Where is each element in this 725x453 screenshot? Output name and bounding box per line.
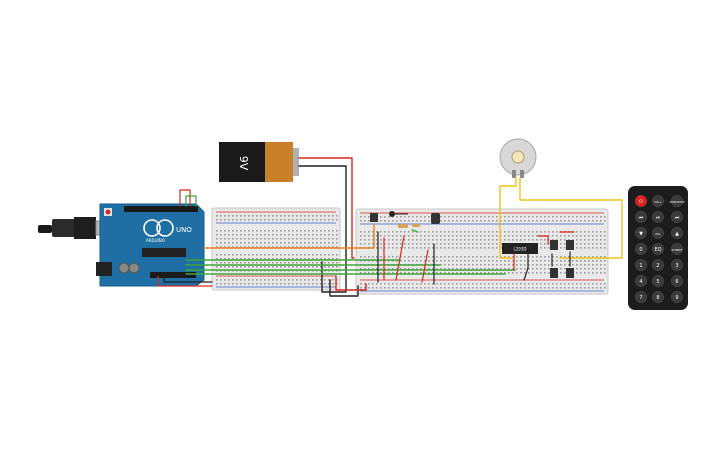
usb-cable [38, 217, 111, 239]
breadboard-left[interactable] [211, 207, 341, 291]
arduino-brand: ARDUINO [146, 238, 165, 243]
arduino-model: UNO [176, 226, 192, 234]
remote-button-down[interactable]: ▼ [635, 226, 648, 239]
driver-chip-label: L293D [514, 247, 527, 252]
remote-button-power[interactable]: ⏻ [635, 194, 648, 207]
resistor-2[interactable] [412, 224, 420, 227]
remote-button-label: 2 [656, 263, 659, 269]
remote-button-eq[interactable]: EQ [652, 242, 665, 255]
remote-button-next[interactable]: ⏭ [671, 210, 684, 223]
remote-button-func-stop[interactable]: FUNC/STOP [670, 194, 685, 207]
remote-button-label: ST/REPT [672, 248, 683, 252]
remote-button-label: ⏭ [675, 215, 680, 221]
remote-button-3[interactable]: 3 [671, 259, 684, 272]
push-buttons[interactable] [550, 240, 574, 278]
remote-button-6[interactable]: 6 [671, 275, 684, 288]
remote-button-label: EQ [654, 247, 661, 253]
breadboard-right[interactable] [355, 208, 609, 295]
remote-button-label: VOL+ [654, 200, 661, 204]
remote-button-label: 9 [675, 295, 678, 301]
remote-button-label: 4 [639, 279, 642, 285]
remote-button-vol-up[interactable]: VOL+ [652, 194, 665, 207]
remote-button-0[interactable]: 0 [635, 242, 648, 255]
remote-button-label: ⏯ [656, 215, 660, 221]
remote-button-play-pause[interactable]: ⏯ [652, 210, 665, 223]
remote-button-label: 3 [675, 263, 678, 269]
remote-button-5[interactable]: 5 [652, 275, 665, 288]
dc-motor[interactable] [499, 138, 537, 178]
remote-button-label: ▼ [639, 231, 643, 237]
remote-button-label: ▲ [675, 231, 679, 237]
remote-button-4[interactable]: 4 [635, 275, 648, 288]
remote-button-8[interactable]: 8 [652, 291, 665, 304]
remote-button-9[interactable]: 9 [671, 291, 684, 304]
remote-button-up[interactable]: ▲ [671, 226, 684, 239]
battery-9v[interactable]: 9V [219, 142, 299, 182]
remote-button-label: 8 [656, 295, 659, 301]
remote-button-label: 6 [675, 279, 678, 285]
led[interactable] [389, 211, 408, 217]
remote-button-2[interactable]: 2 [652, 259, 665, 272]
remote-button-label: ⏻ [639, 199, 643, 205]
battery-label: 9V [237, 156, 250, 171]
remote-button-st-rept[interactable]: ST/REPT [671, 242, 684, 255]
ir-receiver[interactable] [370, 213, 378, 222]
remote-button-label: VOL- [655, 232, 661, 236]
remote-button-label: FUNC/STOP [670, 200, 685, 204]
resistor-1[interactable] [398, 224, 408, 228]
ir-remote[interactable]: ⏻ VOL+ FUNC/STOP ⏮ ⏯ ⏭ ▼ VOL- ▲ 0 EQ ST/REPT 1 2 3 4 5 6 7… [628, 186, 688, 310]
remote-button-label: 1 [639, 263, 642, 269]
remote-button-1[interactable]: 1 [635, 259, 648, 272]
wires [157, 157, 623, 297]
remote-button-label: 5 [656, 279, 659, 285]
arduino-uno-board[interactable]: ARDUINO UNO [96, 203, 205, 287]
remote-button-label: 7 [639, 295, 642, 301]
potentiometer-left[interactable] [431, 213, 440, 224]
remote-button-label: ⏮ [639, 215, 644, 221]
remote-button-vol-down[interactable]: VOL- [652, 226, 665, 239]
l293d-chip[interactable]: L293D [502, 243, 538, 254]
remote-button-prev[interactable]: ⏮ [635, 210, 648, 223]
remote-button-label: 0 [639, 247, 642, 253]
remote-button-7[interactable]: 7 [635, 291, 648, 304]
